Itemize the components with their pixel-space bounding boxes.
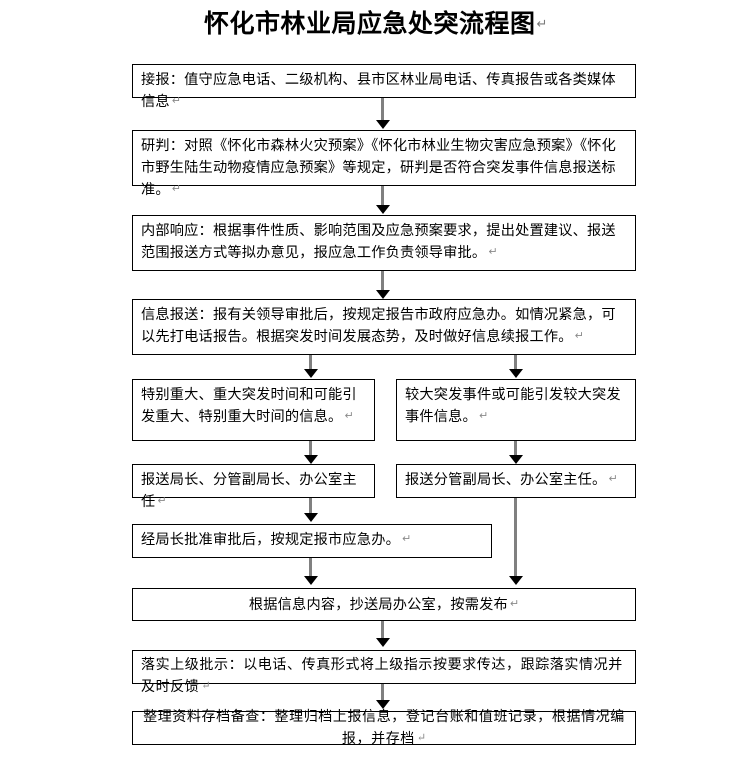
arrowhead-n7-n8 <box>303 576 318 585</box>
flow-node-text: 整理资料存档备查：整理归档上报信息，登记台账和值班记录，根据情况编报，并存档↵ <box>143 709 625 747</box>
page-title: 怀化市林业局应急处突流程图↵ <box>0 4 752 40</box>
flow-node-internal-response[interactable]: 内部响应：根据事件性质、影响范围及应急预案要求，提出处置建议、报送范围报送方式等… <box>132 215 636 271</box>
flow-node-director-approval[interactable]: 经局长批准审批后，按规定报市应急办。↵ <box>132 524 492 558</box>
flow-node-text: 较大突发事件或可能引发较大突发事件信息。↵ <box>405 387 621 426</box>
flow-node-assessment[interactable]: 研判：对照《怀化市森林火灾预案》《怀化市林业生物灾害应急预案》《怀化市野生陆生动… <box>132 130 636 198</box>
flow-node-text: 信息报送：报有关领导审批后，按规定报告市政府应急办。如情况紧急，可以先打电话报告… <box>141 307 616 346</box>
flow-node-text: 接报：值守应急电话、二级机构、县市区林业局电话、传真报告或各类媒体信息↵ <box>141 72 616 111</box>
flow-node-report-to-director[interactable]: 报送局长、分管副局长、办公室主任↵ <box>132 464 375 510</box>
flow-node-text: 经局长批准审批后，按规定报市应急办。↵ <box>141 532 412 548</box>
paragraph-mark-icon: ↵ <box>171 95 181 108</box>
connector-n1-n2 <box>381 98 384 121</box>
connector-n4-n5b <box>514 355 517 373</box>
flow-node-text: 内部响应：根据事件性质、影响范围及应急预案要求，提出处置建议、报送范围报送方式等… <box>141 223 616 262</box>
connector-n5a-n6a <box>309 441 312 459</box>
paragraph-mark-icon: ↵ <box>478 410 489 423</box>
arrowhead-n9-n10 <box>375 700 390 709</box>
connector-n7-n8 <box>309 558 312 579</box>
paragraph-mark-icon: ↵ <box>416 731 427 744</box>
page-title-text: 怀化市林业局应急处突流程图 <box>204 11 536 38</box>
paragraph-mark-icon: ↵ <box>608 473 618 485</box>
flow-node-text: 报送分管副局长、办公室主任。↵ <box>405 472 618 488</box>
arrowhead-n2-n3 <box>375 205 390 214</box>
flow-node-copy-and-release[interactable]: 根据信息内容，抄送局办公室，按需发布↵ <box>132 588 636 621</box>
paragraph-mark-icon: ↵ <box>536 16 548 31</box>
flow-node-text: 落实上级批示：以电话、传真形式将上级指示按要求传达，跟踪落实情况并及时反馈↵ <box>141 658 623 695</box>
flow-node-major-event-info[interactable]: 特别重大、重大突发时间和可能引发重大、特别重大时间的信息。↵ <box>132 379 375 441</box>
flow-node-archive-materials[interactable]: 整理资料存档备查：整理归档上报信息，登记台账和值班记录，根据情况编报，并存档↵ <box>132 710 636 747</box>
connector-n2-n3 <box>381 186 384 209</box>
connector-n8-n9 <box>381 621 384 641</box>
arrowhead-n3-n4 <box>375 290 390 299</box>
arrowhead-n6b-n8 <box>508 576 523 585</box>
flow-node-receive-report[interactable]: 接报：值守应急电话、二级机构、县市区林业局电话、传真报告或各类媒体信息↵ <box>132 64 636 110</box>
connector-n3-n4 <box>381 271 384 294</box>
connector-n6b-n8 <box>514 498 517 579</box>
flow-node-text: 研判：对照《怀化市森林火灾预案》《怀化市林业生物灾害应急预案》《怀化市野生陆生动… <box>141 138 616 199</box>
connector-n5b-n6b <box>514 441 517 459</box>
flow-node-large-event-info[interactable]: 较大突发事件或可能引发较大突发事件信息。↵ <box>396 379 636 441</box>
paragraph-mark-icon: ↵ <box>344 410 354 423</box>
arrowhead-n4-n5a <box>303 369 318 378</box>
connector-n9-n10 <box>381 684 384 704</box>
arrowhead-n6a-n7 <box>303 513 318 522</box>
arrowhead-n1-n2 <box>375 120 390 129</box>
paragraph-mark-icon: ↵ <box>157 495 167 508</box>
flow-node-text: 报送局长、分管副局长、办公室主任↵ <box>141 472 357 511</box>
paragraph-mark-icon: ↵ <box>509 597 520 610</box>
arrowhead-n5a-n6a <box>303 455 318 464</box>
arrowhead-n4-n5b <box>508 369 523 378</box>
flow-node-information-submission[interactable]: 信息报送：报有关领导审批后，按规定报告市政府应急办。如情况紧急，可以先打电话报告… <box>132 299 636 355</box>
flow-node-implement-instructions[interactable]: 落实上级批示：以电话、传真形式将上级指示按要求传达，跟踪落实情况并及时反馈↵ <box>132 650 636 695</box>
connector-n4-n5a <box>309 355 312 373</box>
paragraph-mark-icon: ↵ <box>401 533 412 545</box>
arrowhead-n5b-n6b <box>508 455 523 464</box>
paragraph-mark-icon: ↵ <box>488 246 498 259</box>
flow-node-text: 特别重大、重大突发时间和可能引发重大、特别重大时间的信息。↵ <box>141 387 357 426</box>
flow-node-text: 根据信息内容，抄送局办公室，按需发布↵ <box>248 596 520 613</box>
connector-n6a-n7 <box>309 498 312 516</box>
paragraph-mark-icon: ↵ <box>574 330 584 343</box>
flow-node-report-to-deputy[interactable]: 报送分管副局长、办公室主任。↵ <box>396 464 636 498</box>
arrowhead-n8-n9 <box>375 638 390 647</box>
paragraph-mark-icon: ↵ <box>171 183 181 196</box>
paragraph-mark-icon: ↵ <box>201 679 211 692</box>
